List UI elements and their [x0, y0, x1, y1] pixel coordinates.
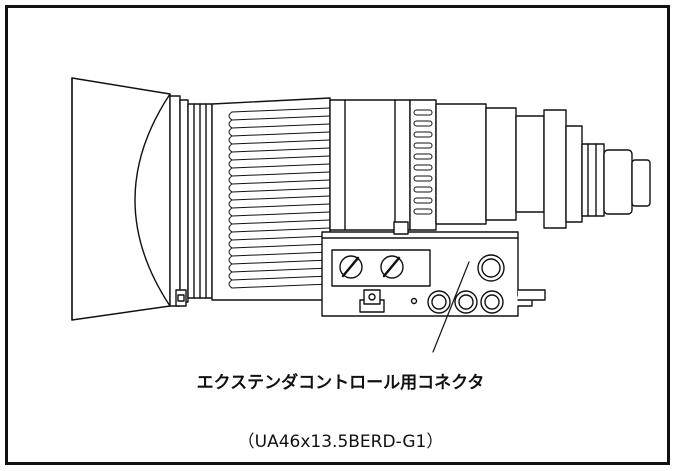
front-ring [169, 95, 213, 307]
connector-ports [427, 254, 505, 314]
cable-stub [517, 289, 546, 301]
connector-label: エクステンダコントロール用コネクタ [196, 373, 485, 393]
dc-jack-icon [363, 289, 381, 305]
zoom-switch-icon [339, 255, 363, 279]
leader-line [432, 261, 470, 353]
model-label: （UA46x13.5BERD-G1） [237, 432, 444, 452]
rear-mount [581, 143, 651, 217]
hood-latch [175, 289, 187, 307]
focus-switch-icon [380, 255, 404, 279]
focus-ring [211, 97, 331, 301]
screw-icon [410, 297, 418, 305]
lens-hood [71, 77, 171, 321]
zoom-barrel [329, 99, 583, 231]
